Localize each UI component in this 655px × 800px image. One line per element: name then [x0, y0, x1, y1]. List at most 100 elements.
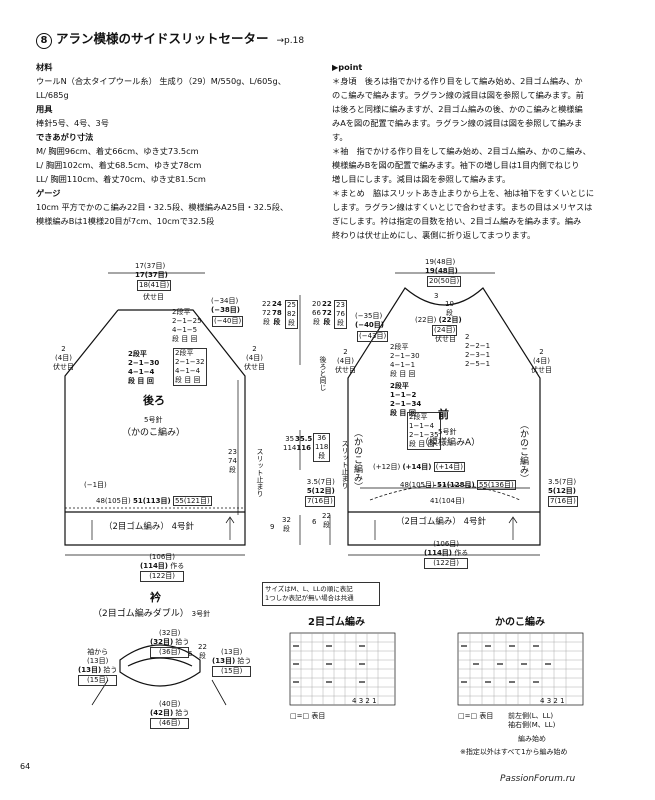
back-top-width: 17(37目): [135, 262, 166, 270]
seed-chart-note: ※指定以外はすべて1から編み始め: [460, 748, 568, 756]
back-dec: (−34目): [211, 297, 239, 305]
seed-chart-numbers: 4 3 2 1: [540, 697, 565, 705]
front-kanoko-right: （かのこ編み）: [518, 420, 528, 483]
size-heading: できあがり寸法: [36, 132, 94, 142]
front-neck-stitches: 3: [434, 292, 439, 300]
size-line: L/ 胸囲102cm、着丈68.5cm、ゆき丈78cm: [36, 160, 202, 170]
back-bind-off: 伏せ目: [143, 293, 164, 301]
point-line: 模様編みBを図の配置で編みます。袖下の増し目は1目内側でねじり: [332, 160, 580, 170]
materials-line: ウールN（合太タイプウール糸） 生成り（29）M/550g、L/605g、: [36, 76, 286, 86]
front-top-width-ll: 20(50目): [427, 276, 462, 287]
size-note: サイズはM、L、LLの順に表記 1つしか表記が無い場合は共通: [262, 582, 380, 606]
back-name: 後ろ: [143, 394, 165, 407]
front-needle: 5号針: [438, 428, 457, 436]
back-body-outline: [64, 309, 246, 546]
back-cast-on: (106目)(114目) 作る(122目): [140, 553, 185, 582]
chart-grid: [290, 633, 583, 705]
point-section: ▶point ＊身頃 後ろは指でかける作り目をして編み始め、2目ゴム編み、か の…: [332, 60, 632, 242]
front-cast-on: (106目)(114目) 作る(122目): [424, 540, 469, 569]
materials-line: LL/685g: [36, 90, 69, 100]
point-line: 終わりは伏せ止めにし、裏側に折り返してまつります。: [332, 230, 536, 240]
collar-height: 6: [188, 650, 193, 658]
chart-purl-marks: [293, 645, 551, 683]
back-dec-bottom: (−1目): [84, 481, 107, 489]
front-left-label: 前左側(L、LL): [508, 712, 554, 720]
front-kanoko-left: （かのこ編み）: [352, 428, 362, 491]
front-right-bottom-width: 3.5(7目)5(12目)7(16目): [548, 478, 578, 507]
point-line: みAを図の配置で編みます。ラグラン線の減目は図を参照して編みま: [332, 118, 583, 128]
point-line: ＊身頃 後ろは指でかける作り目をして編み始め、2目ゴム編み、か: [332, 76, 583, 86]
back-dec-l: (−38目): [211, 306, 241, 314]
size-line: LL/ 胸囲110cm、着丈70cm、ゆき丈81.5cm: [36, 174, 206, 184]
front-rib-label: （2目ゴム編み） 4号針: [396, 517, 487, 527]
front-pattern-width: 48(105目) 51(128目) 55(136目): [400, 480, 516, 490]
point-line: す。: [332, 132, 348, 142]
front-inc: (+12目) (+14目) (+14目): [373, 462, 465, 472]
front-slit-stop: スリット止まり: [341, 440, 349, 489]
point-line: は後ろと同様に編みますが、2目ゴム編みの後、かのこ編みと模様編: [332, 104, 583, 114]
collar-inner: [127, 657, 193, 667]
collar-outline: [119, 644, 201, 687]
collar-front-pickup: (40目)(42目) 拾う(46目): [150, 700, 190, 729]
rib-height-front: 6: [312, 518, 317, 526]
knitting-start-label: 編み始め: [518, 735, 546, 743]
point-line: ＊まとめ 脇はスリットあき止まりから上を、袖は袖下をすくいとじに: [332, 188, 595, 198]
collar-left-pickup: 袖から(13目)(13目) 拾う(15目): [78, 648, 118, 686]
tools-heading: 用具: [36, 104, 53, 114]
back-needle: 5号針: [144, 416, 163, 424]
front-pattern-curve: [369, 484, 521, 501]
collar-back-pickup: (32目)(32目) 拾う(36目): [150, 629, 190, 658]
sleeve-right-label: 袖右側(M、LL): [508, 721, 556, 729]
front-dec-l: (−40目): [355, 321, 385, 329]
materials-section: 材料 ウールN（合太タイプウール糸） 生成り（29）M/550g、L/605g、…: [36, 60, 336, 228]
size-line: M/ 胸囲96cm、着丈66cm、ゆき丈73.5cm: [36, 146, 199, 156]
rib-chart-numbers: 4 3 2 1: [352, 697, 377, 705]
back-rib-label: （2目ゴム編み） 4号針: [104, 522, 195, 532]
back-slit-stop: スリット止まり: [256, 448, 264, 497]
title-text: アラン模様のサイドスリットセーター: [56, 31, 269, 46]
front-pattern: （模様編みA）: [420, 438, 481, 448]
front-bottom-width: 41(104目): [430, 497, 465, 505]
gauge-line: 10cm 平方でかのこ編み22目・32.5段、模様編みA25目・32.5段、: [36, 202, 289, 212]
point-line: します。ラグラン線はすくいとじで合わせます。まちの目はメリヤスは: [332, 202, 593, 212]
back-dec-ll: (−40目): [212, 316, 244, 327]
front-dec: (−35目): [355, 312, 383, 320]
front-left-bottom-width: 3.5(7目)5(12目)7(16目): [305, 478, 335, 507]
materials-heading: 材料: [36, 62, 53, 72]
seed-chart-heading: かのこ編み: [495, 617, 545, 628]
front-top-width: 19(48目): [425, 258, 456, 266]
collar-right-pickup: (13目)(13目) 拾う(15目): [212, 648, 252, 677]
gauge-line: 模様編みBは1模様20目が7cm、10cmで32.5段: [36, 216, 215, 226]
front-bind-off-label: 伏せ目: [435, 335, 456, 343]
pattern-number: 8: [36, 33, 52, 49]
tools-line: 棒針5号、4号、3号: [36, 118, 109, 128]
front-back-same: 後ろと同じ: [319, 356, 327, 391]
back-side-bindoff-right: 2(4目)伏せ目: [244, 345, 265, 371]
back-pattern: （かのこ編み）: [122, 428, 186, 438]
point-line: のこ編みで編みます。ラグラン線の減目は図を参照して編みます。前: [332, 90, 584, 100]
front-top-width-l: 19(48目): [425, 267, 458, 275]
front-dec-ll: (−43目): [357, 331, 389, 342]
back-top-width-l: 17(37目): [135, 271, 168, 279]
back-side-bindoff: 2(4目)伏せ目: [53, 345, 74, 371]
front-name: 前: [438, 408, 449, 421]
back-top-width-ll: 18(41目): [137, 280, 172, 291]
